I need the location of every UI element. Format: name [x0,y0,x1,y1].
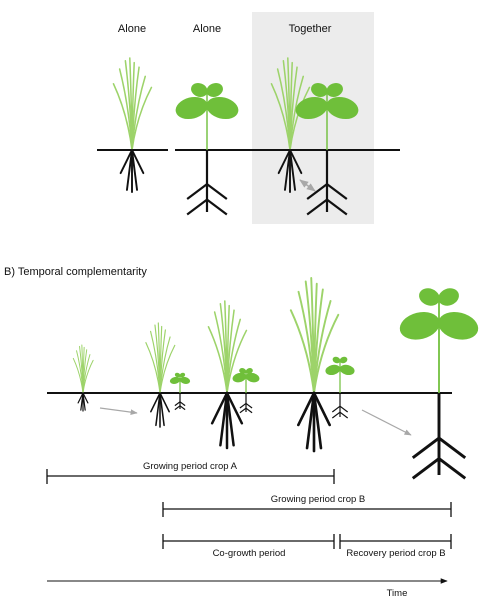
grass-stage-4 [289,277,340,453]
grass-stage-1-roots [77,392,89,412]
legume-plant-alone-roots [186,150,228,216]
grass-plant-together [270,57,311,193]
grass-stage-3-roots [210,391,244,450]
stage-arrow-2 [361,409,412,436]
grass-plant-alone-roots [119,149,145,193]
period-co-growth: Co-growth period [162,534,335,559]
panel-a: Alone Alone Together [97,12,400,224]
grass-stage-2 [145,322,176,428]
grass-stage-2-roots [150,392,170,428]
legume-stage-3-roots [331,393,349,419]
period-crop-a: Growing period crop A [46,461,335,484]
legume-stage-2-roots [239,393,253,414]
legume-plant-alone [175,83,239,216]
grass-stage-4-roots [297,391,331,453]
stage-arrow-1 [99,407,138,415]
time-label: Time [387,588,408,599]
grass-stage-1 [72,344,94,412]
legume-plant-together [295,83,359,216]
panel-b-plants [72,277,479,480]
period-co-growth-label: Co-growth period [213,548,286,559]
period-crop-b: Growing period crop B [162,494,452,517]
label-alone-legume: Alone [193,23,221,35]
legume-stage-3 [325,356,355,419]
legume-stage-4-roots [411,393,467,480]
period-recovery-label: Recovery period crop B [346,548,445,559]
grass-plant-alone [112,57,153,193]
label-alone-grass: Alone [118,23,146,35]
legume-plant-together-roots [306,150,348,216]
panel-b-title: B) Temporal complementarity [4,266,147,278]
grass-stage-3 [207,300,248,450]
legume-stage-1 [169,372,191,411]
label-together: Together [289,23,332,35]
period-recovery: Recovery period crop B [339,534,452,559]
root-interaction-arrow [299,179,316,192]
period-crop-a-label: Growing period crop A [143,461,238,472]
panel-b: B) Temporal complementarity Growing peri… [4,266,479,599]
period-crop-b-label: Growing period crop B [271,494,366,505]
grass-plant-together-roots [277,149,303,193]
panel-a-plants [112,57,359,216]
legume-stage-1-roots [174,393,186,411]
legume-stage-2 [232,368,260,414]
legume-stage-4 [399,288,479,480]
